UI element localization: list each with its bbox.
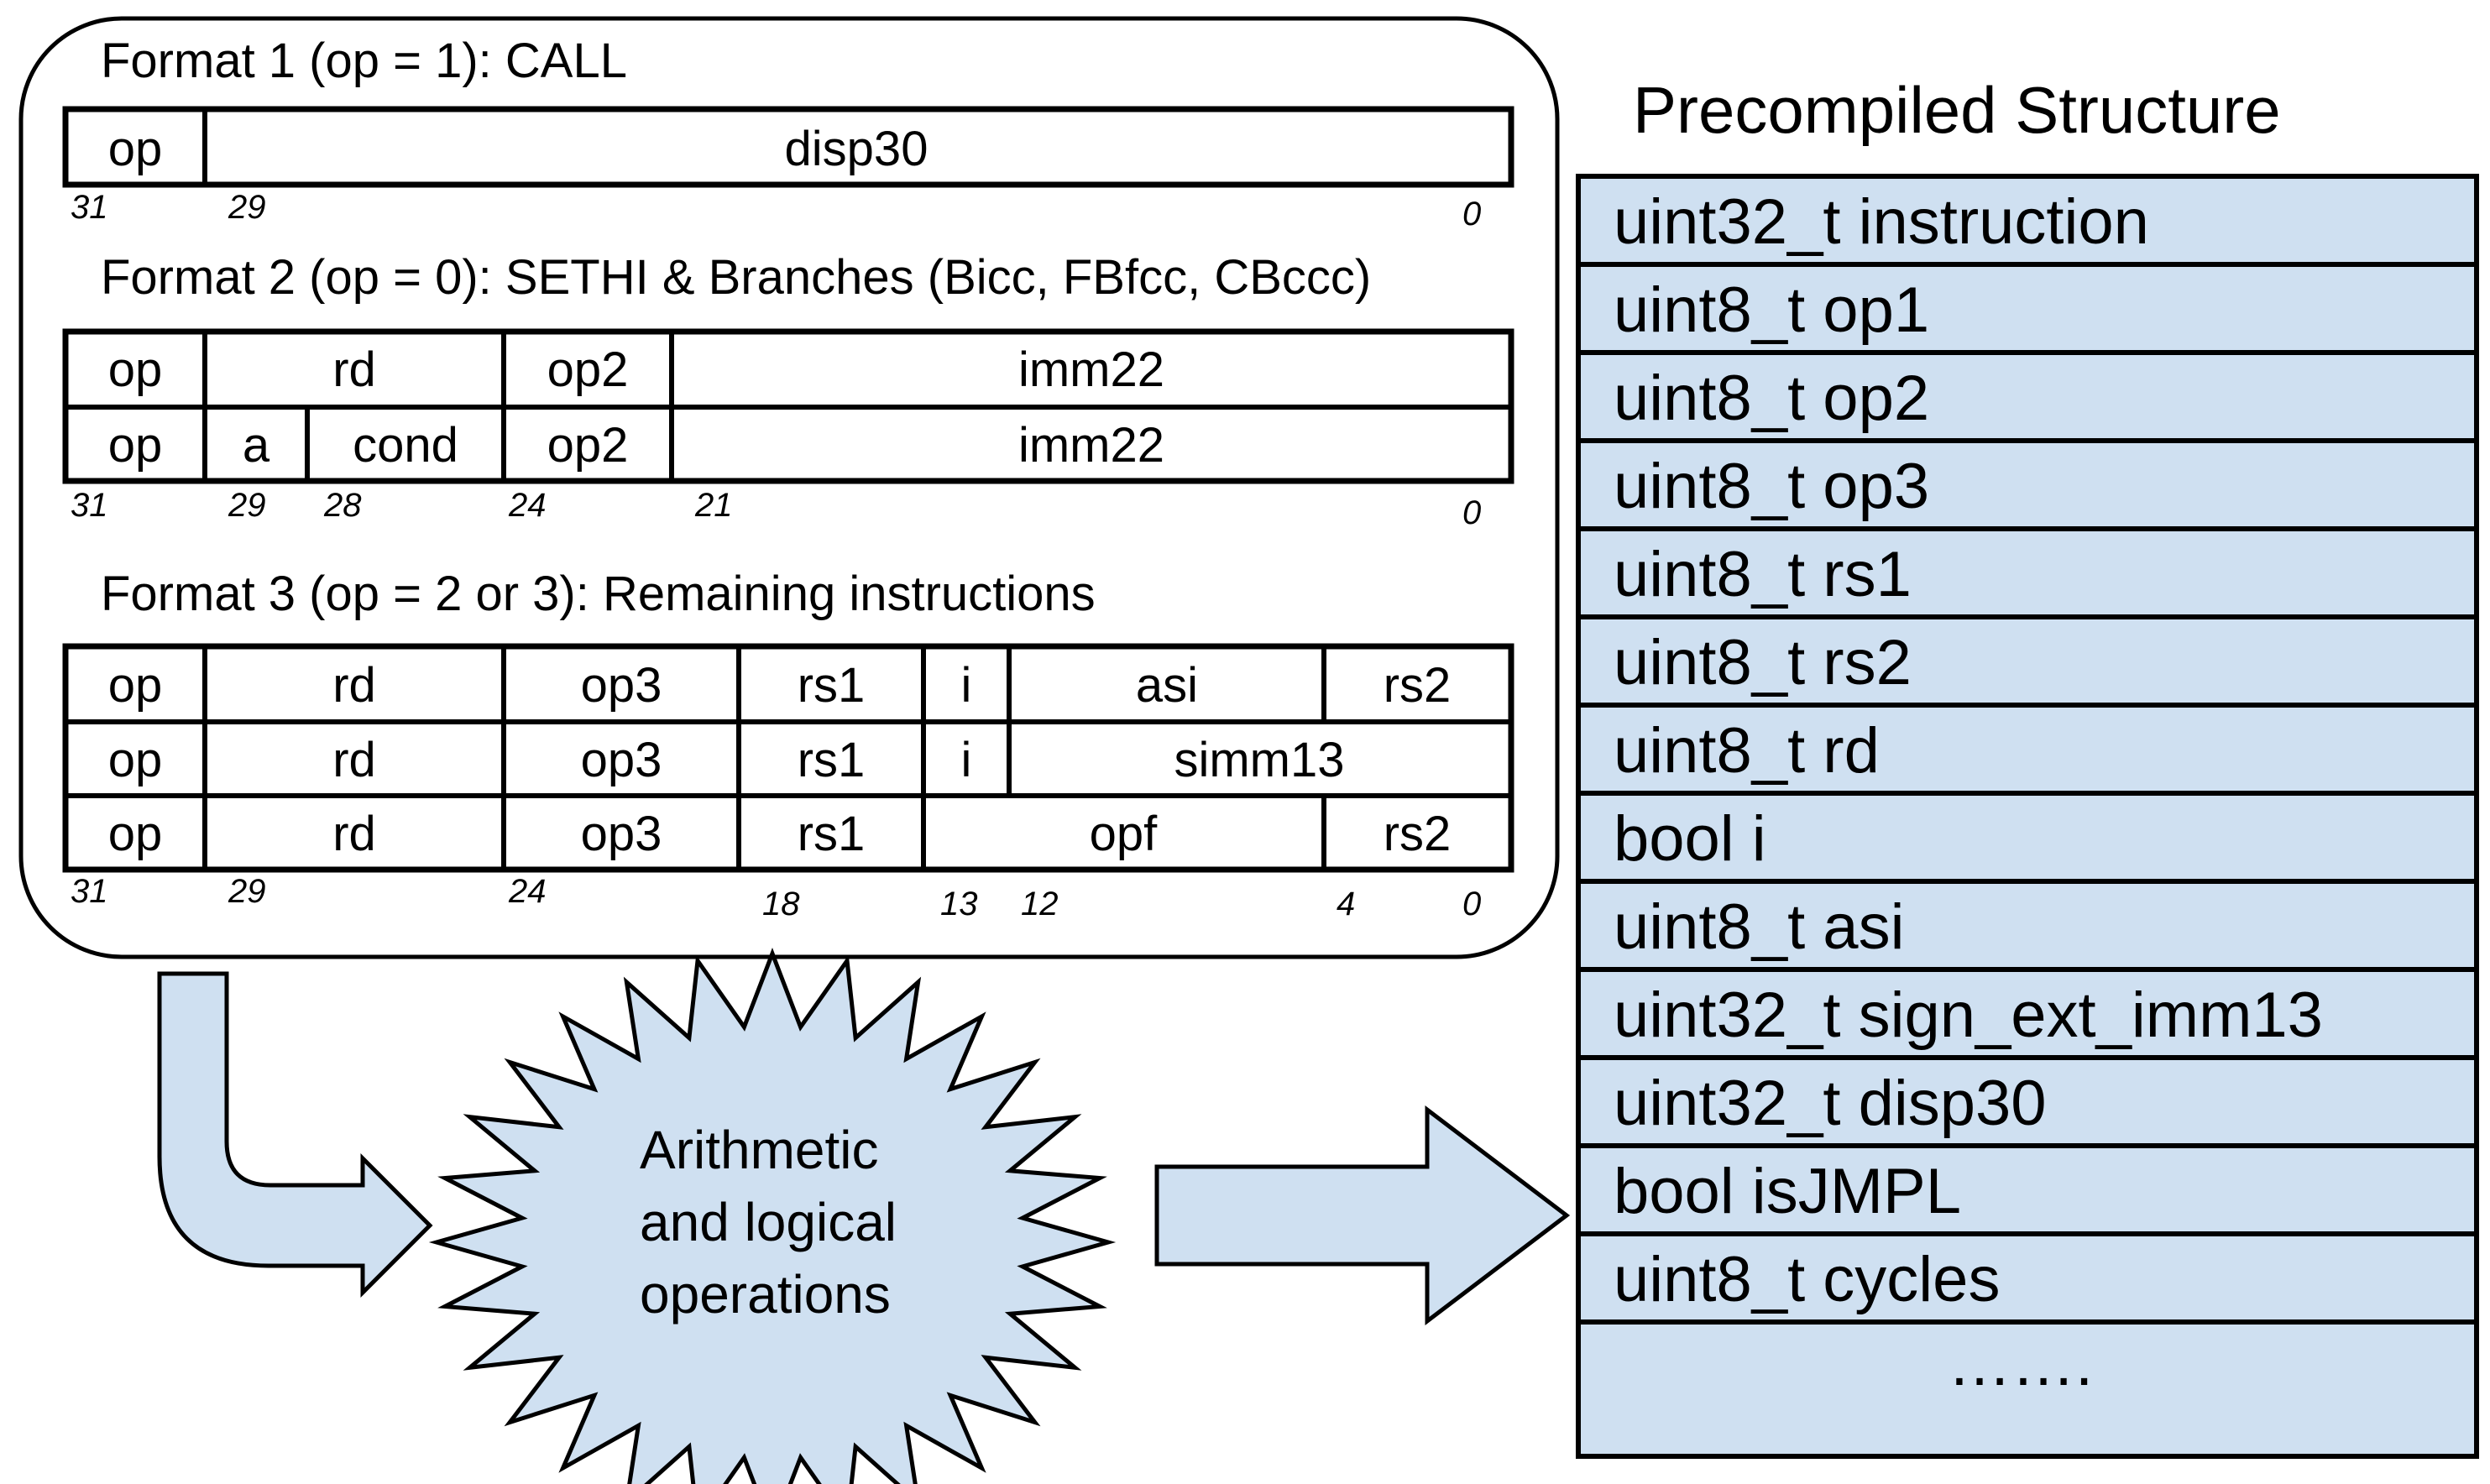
format3-bit-4: 4 bbox=[1337, 886, 1355, 922]
format3-r3-op3: op3 bbox=[581, 807, 662, 861]
format3-bit-18: 18 bbox=[762, 886, 800, 922]
format1-bit-31: 31 bbox=[71, 189, 108, 226]
format2-label: Format 2 (op = 0): SETHI & Branches (Bic… bbox=[101, 250, 1371, 305]
format3-r3-op: op bbox=[108, 807, 163, 861]
format1-field-op: op bbox=[108, 122, 163, 176]
structure-field: bool i bbox=[1614, 803, 1766, 875]
structure-field: uint8_t cycles bbox=[1614, 1244, 2000, 1315]
structure-field: bool isJMPL bbox=[1614, 1156, 1961, 1227]
structure-field: uint8_t rd bbox=[1614, 715, 1880, 786]
structure-table: uint32_t instruction uint8_t op1 uint8_t o… bbox=[1576, 174, 2479, 1459]
right-arrow bbox=[1154, 1105, 1571, 1326]
format3-group: Format 3 (op = 2 or 3): Remaining instru… bbox=[62, 567, 1514, 922]
format2-r1-op: op bbox=[108, 342, 163, 397]
format3-bit-13: 13 bbox=[940, 886, 978, 922]
format2-bit-29: 29 bbox=[228, 487, 266, 524]
format2-bit-0: 0 bbox=[1462, 494, 1481, 531]
process-line-3: operations bbox=[640, 1264, 891, 1325]
format3-r2-rd: rd bbox=[332, 733, 376, 787]
format3-r3-rd: rd bbox=[332, 807, 376, 861]
format3-r1-rs2: rs2 bbox=[1384, 658, 1452, 713]
format3-r1-i: i bbox=[961, 658, 972, 713]
format3-r2-op3: op3 bbox=[581, 733, 662, 787]
structure-field-ellipsis: ……. bbox=[1948, 1328, 2093, 1399]
structure-box bbox=[1576, 174, 2479, 1459]
structure-field: uint8_t asi bbox=[1614, 891, 1904, 963]
format3-r1-op: op bbox=[108, 658, 163, 713]
format3-r2-i: i bbox=[961, 733, 972, 787]
format1-bit-29: 29 bbox=[228, 189, 266, 226]
format3-r2-rs1: rs1 bbox=[798, 733, 866, 787]
format1-bit-0: 0 bbox=[1462, 196, 1481, 233]
format2-group: Format 2 (op = 0): SETHI & Branches (Bic… bbox=[62, 250, 1514, 531]
format3-r1-op3: op3 bbox=[581, 658, 662, 713]
process-burst bbox=[428, 948, 1117, 1484]
format2-bit-28: 28 bbox=[323, 487, 362, 524]
process-line-2: and logical bbox=[640, 1192, 897, 1252]
structure-field: uint32_t sign_ext_imm13 bbox=[1614, 980, 2323, 1051]
format3-r2-op: op bbox=[108, 733, 163, 787]
format3-label: Format 3 (op = 2 or 3): Remaining instru… bbox=[101, 567, 1096, 621]
format1-group: Format 1 (op = 1): CALL op disp30 31 29 … bbox=[62, 34, 1514, 233]
format3-box bbox=[62, 643, 1514, 873]
format3-bit-29: 29 bbox=[228, 873, 266, 910]
structure-field: uint8_t op3 bbox=[1614, 451, 1929, 522]
format3-bit-31: 31 bbox=[71, 873, 108, 910]
format3-bit-0: 0 bbox=[1462, 886, 1481, 922]
format3-r1-rd: rd bbox=[332, 658, 376, 713]
format2-r1-op2: op2 bbox=[547, 342, 629, 397]
format3-r2-simm13: simm13 bbox=[1174, 733, 1344, 787]
structure-field: uint8_t rs2 bbox=[1614, 627, 1912, 698]
structure-title: Precompiled Structure bbox=[1633, 73, 2281, 147]
format2-r2-cond: cond bbox=[353, 418, 458, 473]
format2-bit-21: 21 bbox=[694, 487, 733, 524]
format3-bit-12: 12 bbox=[1021, 886, 1059, 922]
bent-arrow bbox=[157, 971, 433, 1298]
format2-r2-op: op bbox=[108, 418, 163, 473]
format1-box bbox=[62, 106, 1514, 188]
format1-field-disp30: disp30 bbox=[785, 122, 929, 176]
format3-r3-opf: opf bbox=[1090, 807, 1159, 861]
format3-r1-rs1: rs1 bbox=[798, 658, 866, 713]
format2-r1-rd: rd bbox=[332, 342, 376, 397]
format3-r3-rs1: rs1 bbox=[798, 807, 866, 861]
format1-label: Format 1 (op = 1): CALL bbox=[101, 34, 627, 88]
format2-r1-imm22: imm22 bbox=[1018, 342, 1164, 397]
process-line-1: Arithmetic bbox=[640, 1120, 879, 1180]
format2-bit-31: 31 bbox=[71, 487, 108, 524]
format3-bit-24: 24 bbox=[508, 873, 547, 910]
structure-field: uint32_t disp30 bbox=[1614, 1068, 2047, 1139]
format2-r2-a: a bbox=[243, 418, 270, 473]
structure-field: uint8_t rs1 bbox=[1614, 539, 1912, 610]
structure-field: uint8_t op2 bbox=[1614, 363, 1929, 434]
structure-field: uint32_t instruction bbox=[1614, 186, 2149, 258]
format2-r2-op2: op2 bbox=[547, 418, 629, 473]
format3-r3-rs2: rs2 bbox=[1384, 807, 1452, 861]
format3-r1-asi: asi bbox=[1136, 658, 1198, 713]
structure-field: uint8_t op1 bbox=[1614, 274, 1929, 346]
format2-r2-imm22: imm22 bbox=[1018, 418, 1164, 473]
format2-bit-24: 24 bbox=[508, 487, 547, 524]
